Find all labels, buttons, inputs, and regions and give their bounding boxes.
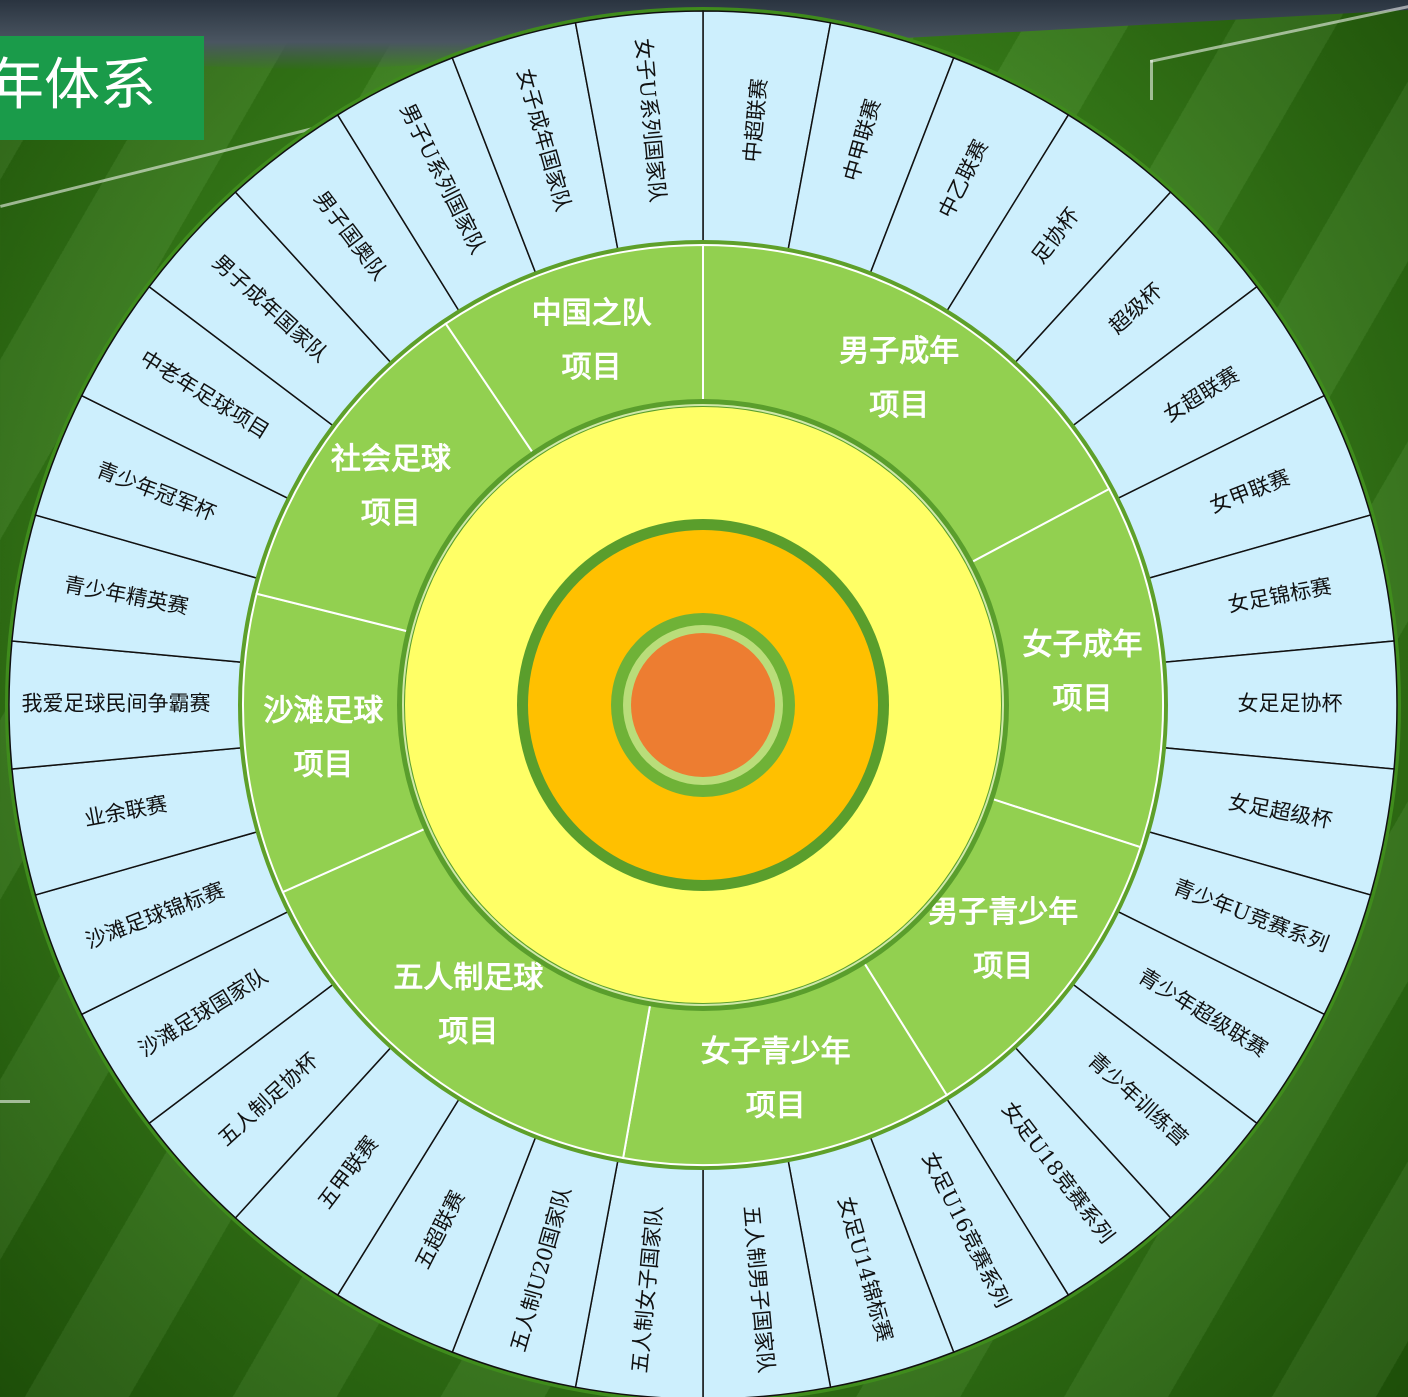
middle-segment-title: 五人制足球	[393, 961, 544, 996]
middle-segment-title: 男子青少年	[928, 895, 1078, 930]
outer-segment-label: 我爱足球民间争霸赛	[22, 692, 211, 716]
middle-segment-title: 沙滩足球	[263, 694, 384, 729]
ring-gap	[238, 240, 1168, 1170]
pitch-line	[0, 1100, 30, 1103]
middle-segment-subtitle: 项目	[562, 350, 622, 385]
middle-segment-subtitle: 项目	[293, 748, 353, 783]
middle-segment-title: 中国之队	[532, 296, 653, 331]
middle-segment-subtitle: 项目	[746, 1089, 806, 1124]
page-title: 年体系	[0, 53, 156, 118]
middle-segment-title: 男子成年	[839, 334, 959, 369]
middle-segment-subtitle: 项目	[869, 388, 929, 423]
ring-gap-highlight	[402, 404, 1004, 1006]
middle-segment-title: 社会足球	[331, 442, 452, 477]
middle-segment-subtitle: 项目	[361, 496, 421, 531]
center-circle	[631, 633, 775, 777]
outer-segment-label: 女足足协杯	[1238, 692, 1343, 716]
middle-segment-title: 女子成年	[1023, 627, 1143, 662]
page-title-box: 年体系	[0, 36, 204, 140]
middle-segment-subtitle: 项目	[973, 949, 1033, 984]
pitch-line	[1150, 60, 1153, 100]
middle-segment-subtitle: 项目	[438, 1015, 498, 1050]
middle-segment-title: 女子青少年	[701, 1035, 851, 1070]
middle-segment-subtitle: 项目	[1053, 681, 1113, 716]
